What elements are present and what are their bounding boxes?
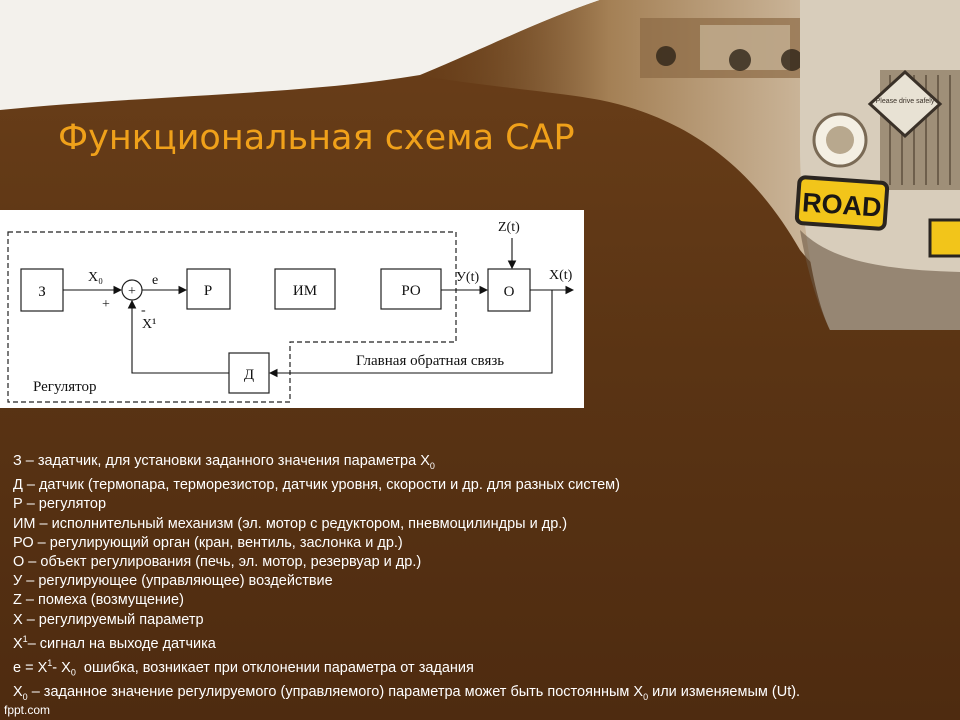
label-regulator: Регулятор [33,379,97,395]
road-sign-text: ROAD [801,187,882,222]
slide-title: Функциональная схема САР [58,118,575,158]
label-feedback: Главная обратная связь [356,353,504,369]
label-y-t: У(t) [456,270,479,285]
legend: З – задатчик, для установки заданного зн… [13,452,953,707]
legend-item-o: О – объект регулирования (печь, эл. мото… [13,553,422,570]
legend-item-d: Д – датчик (термопара, терморезистор, да… [13,477,620,494]
label-x1: X¹ [142,317,156,332]
block-ro [380,268,442,310]
label-x-t: X(t) [549,268,573,283]
block-o-label: О [504,284,515,300]
legend-item-im: ИМ – исполнительный механизм (эл. мотор … [13,515,568,532]
summer-sign: + [128,284,136,299]
label-e: e [152,273,158,288]
block-ro-label: РО [401,283,421,299]
label-z-t: Z(t) [498,220,520,235]
legend-item-z-disturbance: Z – помеха (возмущение) [13,592,184,609]
legend-item-x0: Х0 – заданное значение регулируемого (уп… [13,683,801,702]
regulator-boundary [7,231,457,403]
block-r-label: Р [204,283,212,299]
label-minus: - [141,303,146,318]
block-im [274,268,336,310]
legend-item-r: Р – регулятор [13,496,107,513]
legend-item-y: У – регулирующее (управляющее) воздейств… [13,573,333,590]
legend-item-x1: Х1– сигнал на выходе датчика [13,633,216,652]
small-sign-text: Please drive safely [876,98,935,105]
legend-item-error: е = Х1- Х0 ошибка, возникает при отклоне… [13,657,474,678]
legend-item-ro: РО – регулирующий орган (кран, вентиль, … [13,534,403,551]
block-d-label: Д [244,367,254,383]
legend-item-x: Х – регулируемый параметр [13,611,204,628]
label-plus: + [102,297,110,312]
block-z-label: З [38,284,46,300]
road-sign: ROAD [794,175,960,258]
block-d [228,352,270,394]
truck-photo: Please drive safely ROAD [420,0,960,330]
label-x0: X₀ [88,270,103,285]
functional-diagram: З + Р ИМ РО О Д X₀ e + - X¹ У(t) Z(t) X(… [0,210,584,408]
block-im-label: ИМ [293,283,317,299]
legend-item-z: З – задатчик, для установки заданного зн… [13,453,435,471]
drive-safely-sign: Please drive safely [867,69,943,139]
footer-brand: fppt.com [4,703,51,717]
